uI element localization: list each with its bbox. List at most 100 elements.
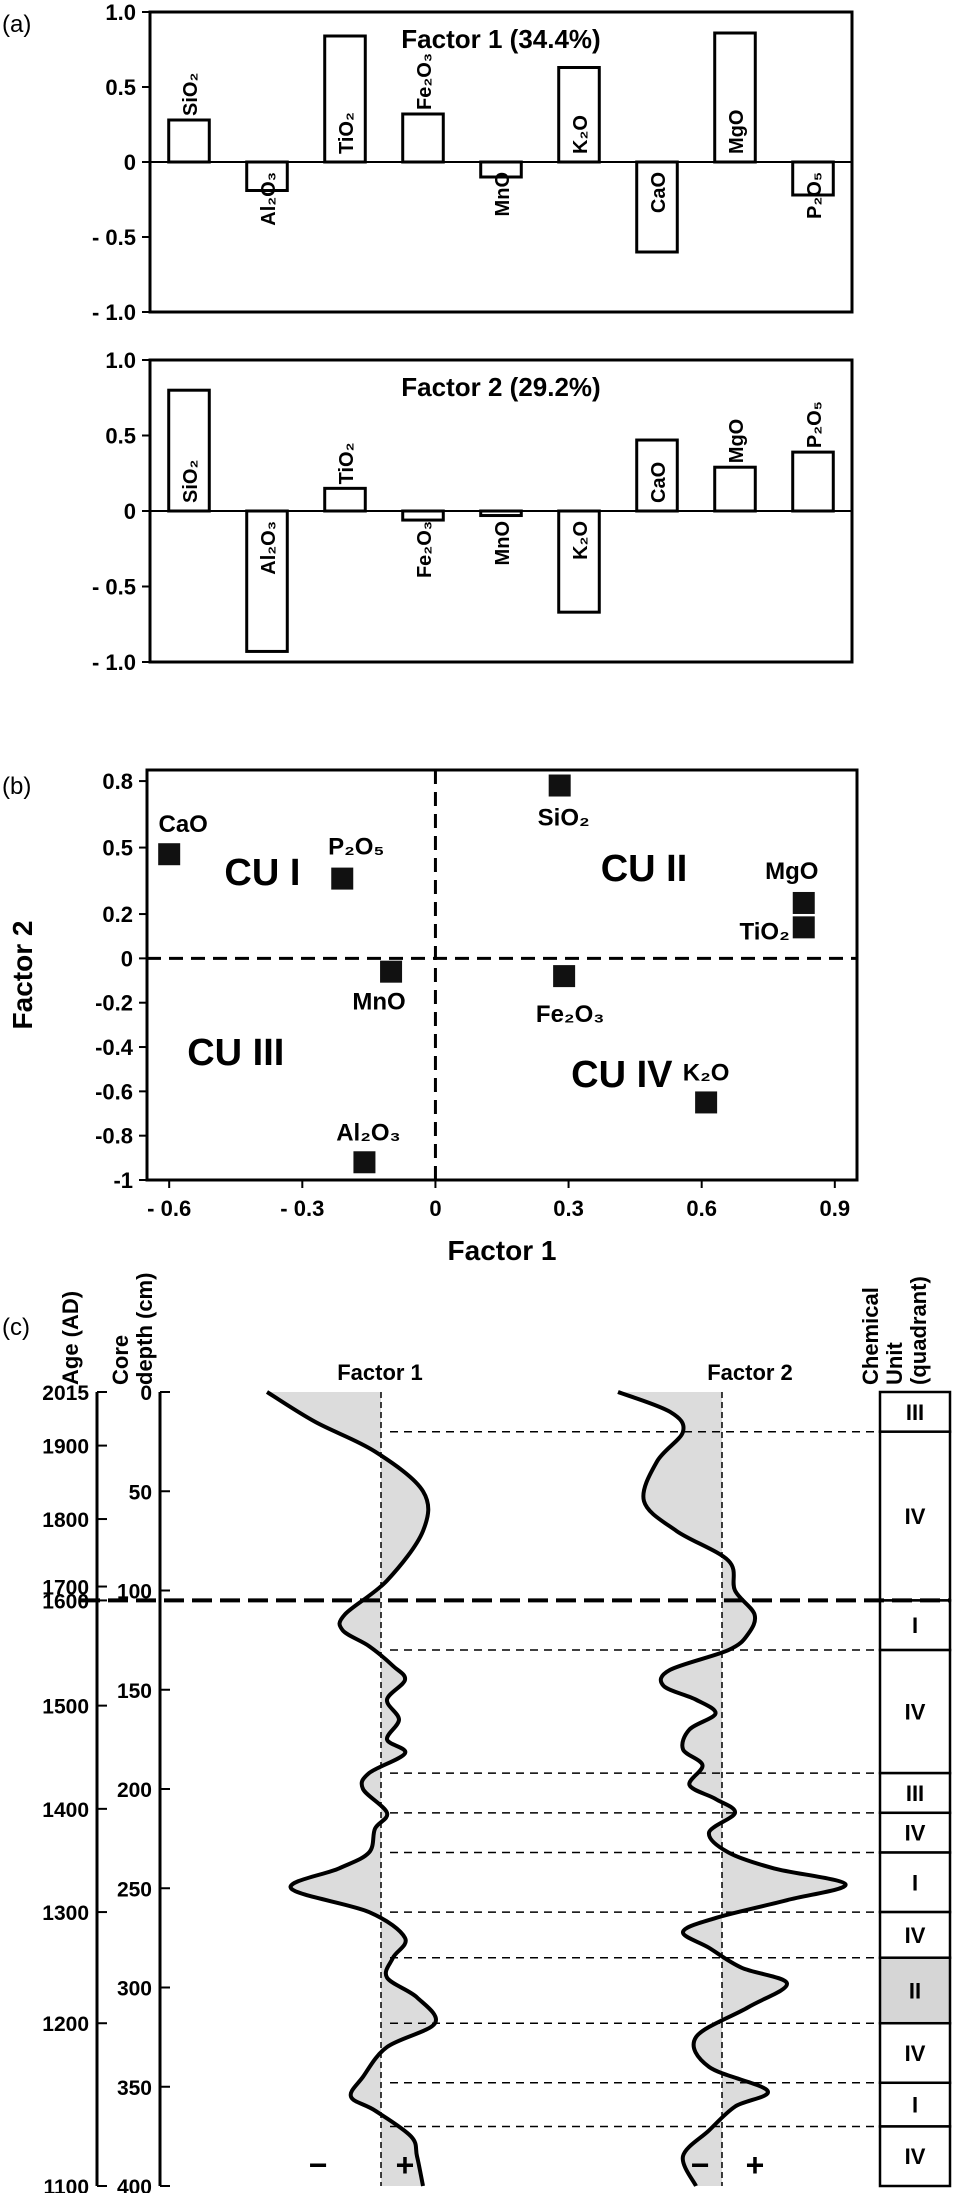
plus-sign: + — [396, 2147, 415, 2183]
bar-label: SiO₂ — [180, 460, 202, 503]
scatter-point — [158, 843, 181, 866]
x-axis-label: Factor 1 — [448, 1235, 557, 1266]
chemical-unit-cell — [878, 2021, 952, 2085]
y-tick-label: 0.8 — [102, 769, 133, 794]
depth-tick-label: 200 — [117, 1779, 152, 1802]
series-shading — [267, 1392, 436, 2186]
chemical-unit-label: III — [906, 1781, 924, 1806]
x-tick-label: - 0.6 — [147, 1196, 191, 1221]
point-label: Al₂O₃ — [336, 1119, 400, 1146]
bar — [635, 438, 679, 513]
chemical-unit-cell — [878, 2081, 952, 2128]
depth-tick-label: 150 — [117, 1680, 152, 1703]
bar-label: MgO — [726, 110, 748, 154]
age-tick-label: 1800 — [42, 1509, 89, 1532]
point-label: MnO — [352, 989, 405, 1016]
bar — [401, 509, 445, 522]
plot-frame — [145, 768, 859, 1182]
depth-axis-title-line1: Core — [108, 1335, 133, 1385]
x-tick-label: 0.9 — [820, 1196, 851, 1221]
chemical-unit-label: IV — [905, 1821, 926, 1846]
point-label: K₂O — [683, 1059, 730, 1086]
depth-tick-label: 0 — [140, 1382, 152, 1405]
chemical-unit-label: II — [909, 1978, 921, 2003]
age-tick-label: 2015 — [42, 1382, 89, 1405]
chemical-unit-label: I — [912, 1870, 918, 1895]
depth-tick-label: 250 — [117, 1878, 152, 1901]
y-tick-label: 0.5 — [105, 75, 136, 100]
bar — [791, 450, 835, 513]
unit-header-line1: Chemical — [858, 1287, 883, 1385]
y-tick-label: -0.6 — [95, 1079, 133, 1104]
minus-sign: − — [691, 2147, 710, 2183]
depth-axis-title-line2: depth (cm) — [132, 1273, 157, 1385]
chemical-unit-label: IV — [905, 2144, 926, 2169]
point-label: Fe₂O₃ — [536, 1001, 604, 1028]
bar-label: CaO — [648, 462, 670, 503]
scatter-point — [553, 965, 576, 988]
scatter-point — [380, 960, 403, 983]
bar-label: SiO₂ — [180, 73, 202, 116]
bar — [479, 160, 523, 179]
y-tick-label: - 1.0 — [92, 650, 136, 675]
chemical-unit-label: I — [912, 1613, 918, 1638]
series-title: Factor 1 — [337, 1360, 423, 1385]
minus-sign: − — [309, 2147, 328, 2183]
series-curve — [617, 1390, 848, 2187]
bar — [479, 509, 523, 518]
depth-tick-label: 350 — [117, 2077, 152, 2100]
y-tick-label: 0 — [121, 946, 133, 971]
bar-label: Al₂O₃ — [258, 172, 280, 226]
chart-title: Factor 1 (34.4%) — [401, 24, 600, 54]
y-tick-label: 0 — [124, 499, 136, 524]
quadrant-label: CU III — [187, 1032, 284, 1074]
age-axis-title: Age (AD) — [58, 1291, 83, 1385]
bar — [401, 112, 445, 164]
bar — [245, 509, 289, 653]
bar-label: MnO — [492, 521, 514, 565]
bar — [713, 31, 757, 164]
quadrant-label: CU II — [601, 848, 688, 890]
bar — [245, 160, 289, 192]
age-tick-label: 1400 — [42, 1799, 89, 1822]
scatter-point — [792, 916, 815, 939]
age-tick-label: 1200 — [42, 2013, 89, 2036]
bar-label: P₂O₅ — [804, 172, 826, 219]
bar-label: K₂O — [570, 115, 592, 154]
point-label: CaO — [159, 811, 208, 838]
scatter-point — [548, 774, 571, 797]
series-title: Factor 2 — [707, 1360, 793, 1385]
age-tick-label: 1500 — [42, 1696, 89, 1719]
chemical-unit-label: IV — [905, 1700, 926, 1725]
chemical-unit-cell — [878, 1851, 952, 1914]
bar — [167, 118, 211, 164]
quadrant-label: CU I — [224, 852, 300, 894]
point-label: SiO₂ — [538, 805, 590, 832]
chemical-unit-label: III — [906, 1400, 924, 1425]
bar-label: MnO — [492, 172, 514, 216]
x-tick-label: 0.3 — [553, 1196, 584, 1221]
unit-header-line2: Unit — [882, 1342, 907, 1385]
age-tick-label: 1300 — [42, 1902, 89, 1925]
chemical-unit-cell — [878, 1648, 952, 1775]
bar-label: P₂O₅ — [804, 401, 826, 448]
chemical-unit-label: IV — [905, 1923, 926, 1948]
y-tick-label: -1 — [113, 1168, 133, 1193]
scatter-point — [695, 1091, 718, 1114]
y-tick-label: -0.8 — [95, 1124, 133, 1149]
y-axis-label: Factor 2 — [7, 921, 38, 1030]
plus-sign: + — [746, 2147, 765, 2183]
panel-label-b: (b) — [2, 773, 31, 800]
chemical-unit-cell — [878, 1956, 952, 2025]
bar-label: MgO — [726, 419, 748, 463]
depth-tick-label: 400 — [117, 2176, 152, 2193]
depth-tick-label: 100 — [117, 1581, 152, 1604]
bar — [791, 160, 835, 197]
bar — [323, 486, 367, 513]
depth-tick-label: 300 — [117, 1978, 152, 2001]
scatter-point — [331, 867, 354, 890]
y-tick-label: - 0.5 — [92, 575, 136, 600]
